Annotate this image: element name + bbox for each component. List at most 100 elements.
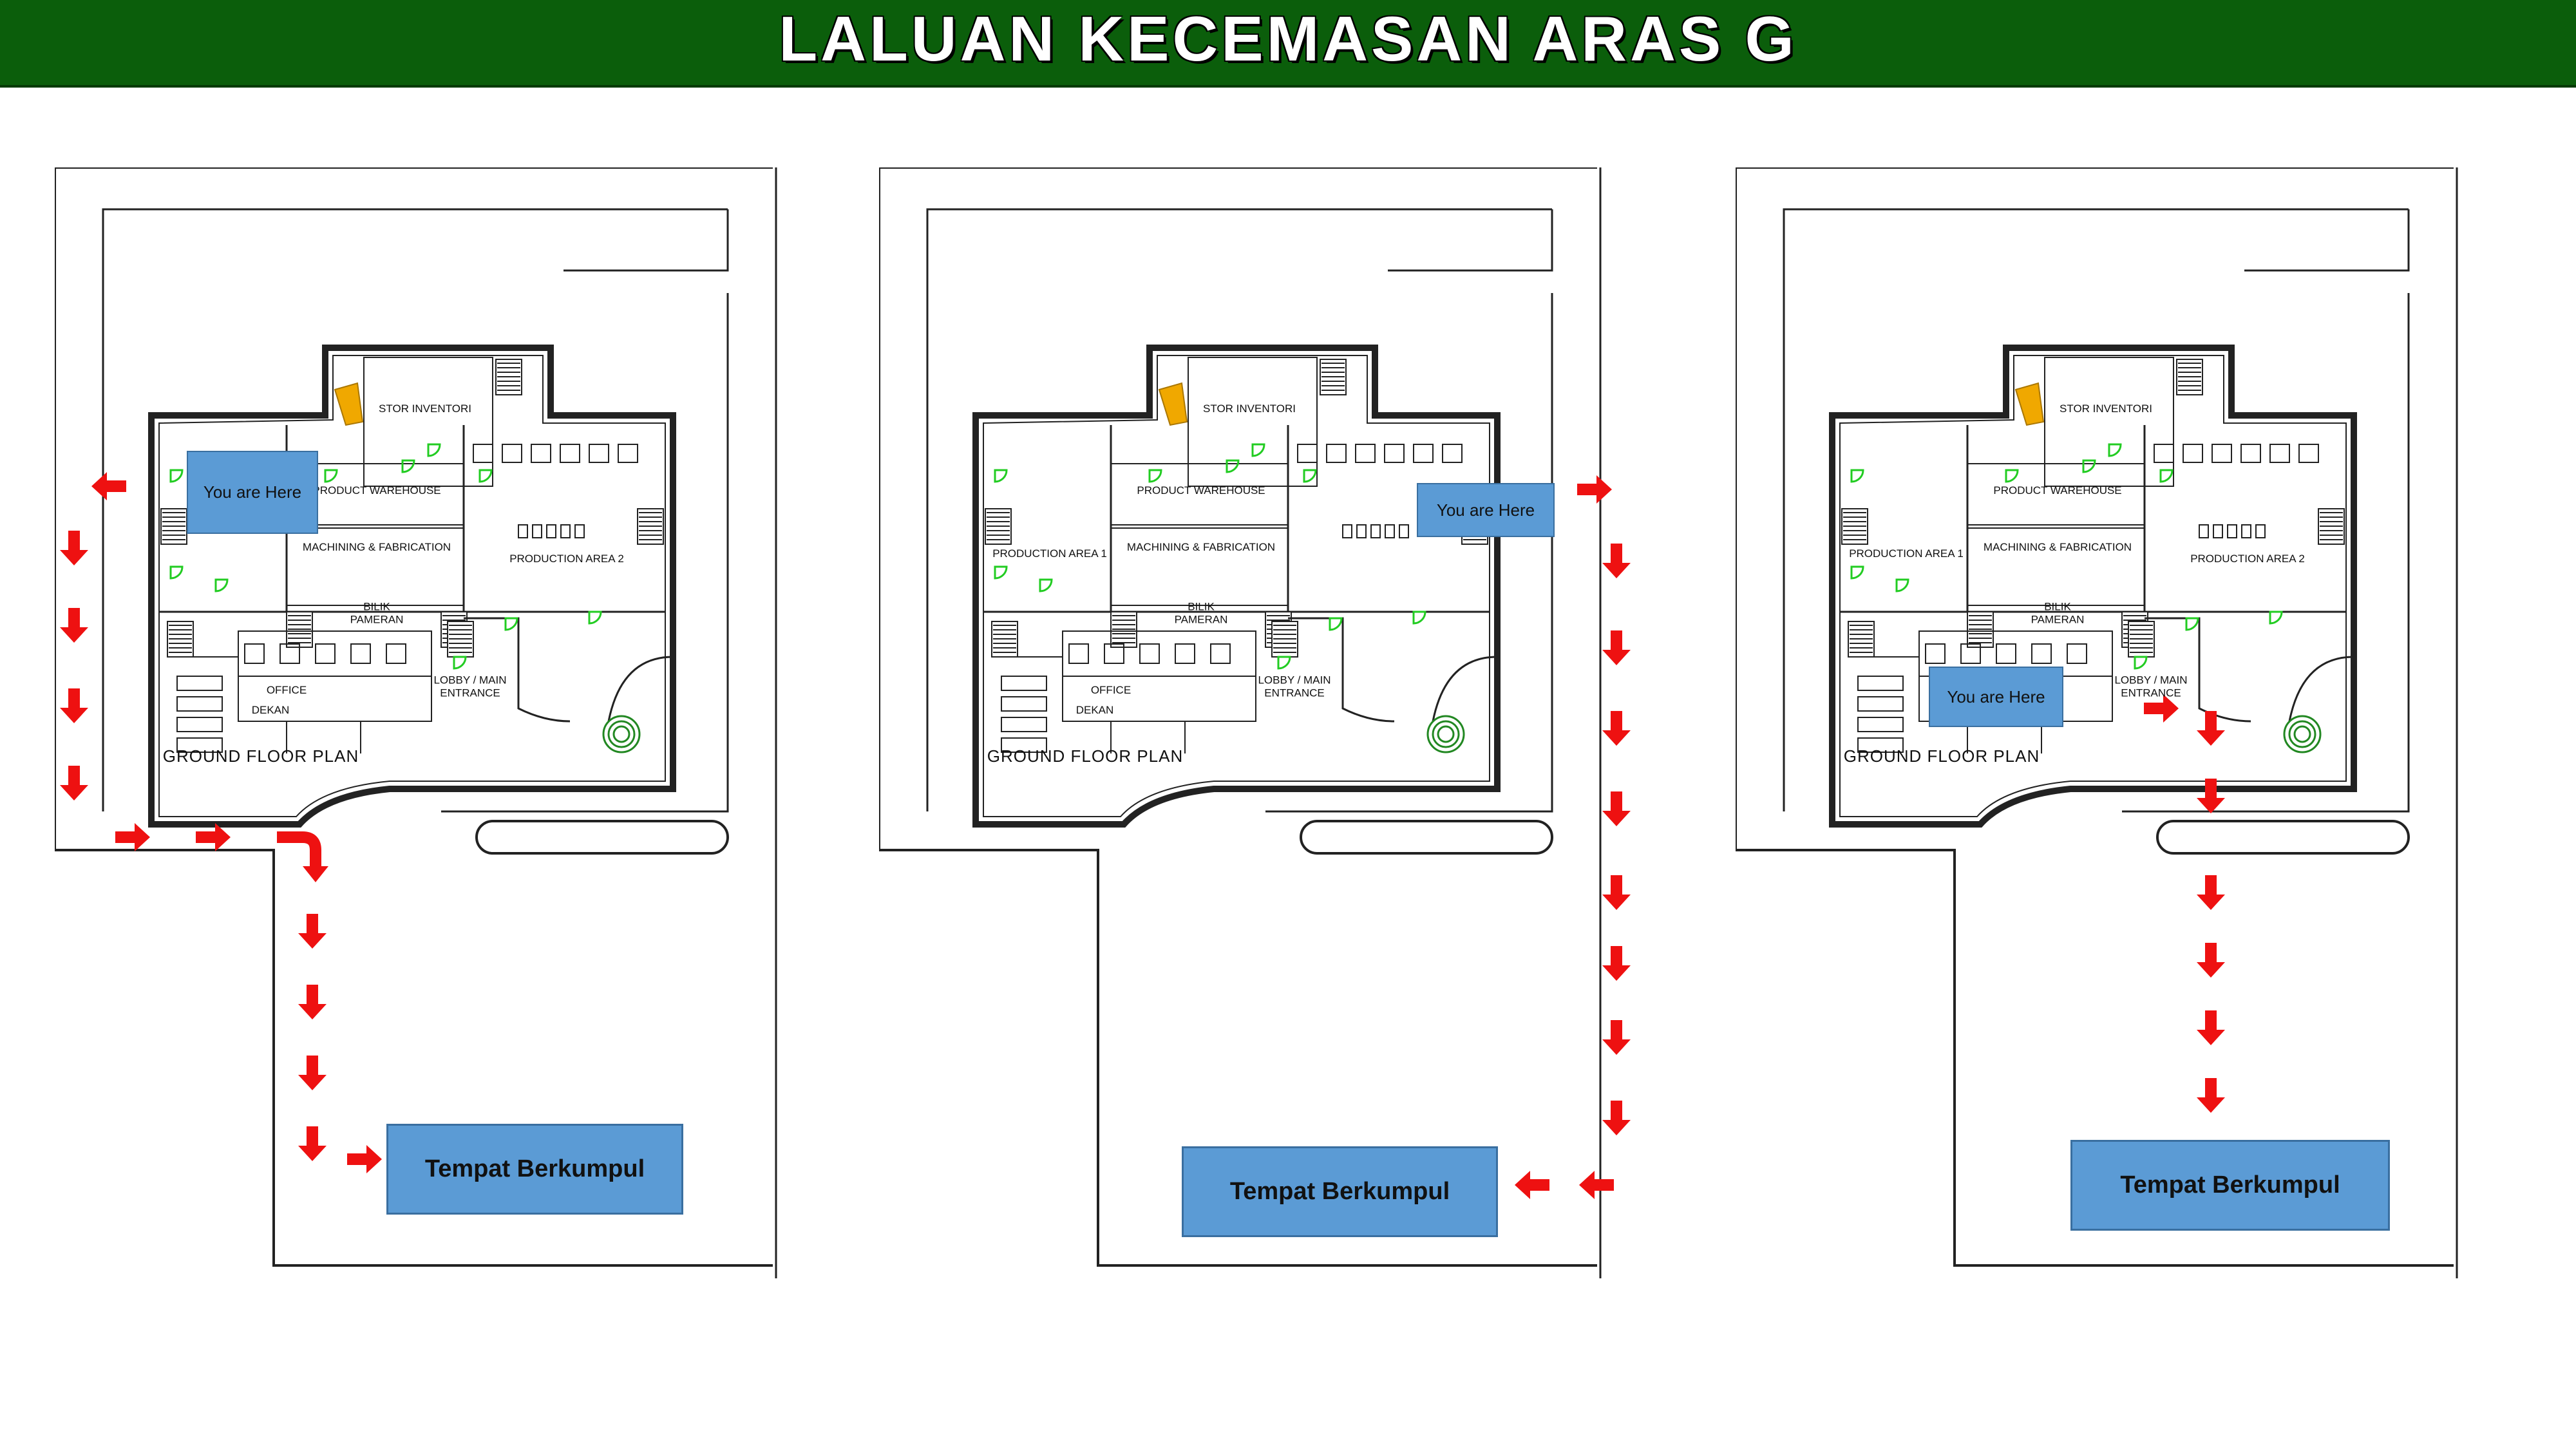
label-lobby-main-entrance: LOBBY / MAIN ENTRANCE [1258,674,1331,699]
floor-plan [972,345,1501,828]
label-ground-floor-plan: GROUND FLOOR PLAN [1843,746,2040,766]
site-boundary-inner [1783,208,2410,813]
office-desk [1175,643,1195,664]
machine-small [2213,524,2223,538]
office-desk [1210,643,1231,664]
door-swing [994,565,1008,580]
label-product-warehouse: PRODUCT WAREHOUSE [1993,484,2122,497]
evacuation-arrow-shape [2144,694,2179,723]
internal-walls [1840,425,2346,613]
office-desk [315,643,336,664]
machine-small [2227,524,2237,538]
machining-room [286,527,464,606]
door-swing [1251,443,1265,457]
evacuation-arrow-shape [347,1145,382,1173]
evacuation-arrow-shape [298,914,327,949]
yellow-stair [334,382,364,426]
machine [1355,444,1376,463]
machine-small [1356,524,1367,538]
landscape-tree [2283,715,2322,753]
stair-block [167,621,194,658]
machine [502,444,522,463]
door-swing [1850,469,1864,483]
door-swing [401,459,415,473]
lobby-wall [1288,617,1395,723]
office-desk [2067,643,2087,664]
stair-block [991,621,1018,658]
evacuation-arrow-shape [1515,1171,1549,1199]
stor-inventori-room [363,357,493,487]
evacuation-route [1515,475,1631,1199]
evacuation-arrow-shape [1602,544,1631,578]
door-swing [1148,469,1162,483]
tree-ring [2293,725,2311,743]
evacuation-arrow [1602,1020,1631,1055]
stair-block [1110,611,1137,648]
evacuation-arrow-shape [2197,943,2225,978]
stair-block [495,359,522,395]
door-swing [504,617,518,631]
label-stor-inventori: STOR INVENTORI [2060,402,2152,415]
you-are-here-marker: You are Here [1929,667,2063,727]
tree-ring [602,715,641,753]
label-product-warehouse: PRODUCT WAREHOUSE [1137,484,1265,497]
machine-small [2255,524,2266,538]
evacuation-arrow [1602,1101,1631,1135]
door-swing [453,656,467,670]
label-office: OFFICE [1090,684,1132,697]
yellow-stair [2014,382,2045,426]
evacuation-arrow-shape [298,1126,327,1161]
label-bilik-pameran: BILIK PAMERAN [2031,600,2085,625]
building-inner-wall [983,355,1490,817]
machine [531,444,551,463]
label-production-area-1: PRODUCTION AREA 1 [1849,547,1964,560]
office-desk [1139,643,1160,664]
label-dekan: DEKAN [251,704,290,717]
stair-block [1841,508,1868,545]
label-dekan: DEKAN [1075,704,1114,717]
door-swing [2005,469,2019,483]
toilet-cubicle [1857,737,1904,753]
toilet-cubicle [1857,717,1904,732]
door-swing [2082,459,2096,473]
assembly-point-box: Tempat Berkumpul [386,1124,683,1215]
lobby-wall [2145,617,2251,723]
machine [1442,444,1463,463]
machine-small [518,524,528,538]
evacuation-arrow [2197,1078,2225,1113]
panel-shapes [879,167,1602,1278]
floor-plan [148,345,676,828]
door-swing [1895,578,1909,592]
machine [1413,444,1434,463]
evacuation-arrow-shape [2197,711,2225,746]
evacuation-arrow [2197,1010,2225,1045]
toilet-cubicle [176,676,223,691]
building-inner-wall [158,355,666,817]
label-machining-fabrication: MACHINING & FABRICATION [302,541,451,554]
machine [473,444,493,463]
machine-small [532,524,542,538]
evacuation-arrow [298,914,327,949]
evacuation-arrow-shape [60,766,88,800]
driveway-pill [475,820,729,855]
stair-block [2128,621,2155,658]
stair-block [1848,621,1875,658]
evacuation-arrow-shape [298,1056,327,1090]
evacuation-route [2144,694,2225,1113]
evacuation-arrow-shape [1602,630,1631,665]
evacuation-arrow [1602,791,1631,826]
driveway-pill [1300,820,1553,855]
machine-small [546,524,556,538]
machine [2211,444,2232,463]
tree-ring [612,725,630,743]
toilet-cubicle [1001,717,1047,732]
evacuation-arrow-shape [60,608,88,643]
machine-small [1370,524,1381,538]
label-stor-inventori: STOR INVENTORI [379,402,471,415]
internal-walls [983,425,1490,613]
tree-ring [1437,725,1455,743]
stair-block [985,508,1012,545]
label-bilik-pameran: BILIK PAMERAN [350,600,404,625]
site-boundary-inner [102,208,729,813]
evacuation-arrow [1579,1171,1614,1199]
